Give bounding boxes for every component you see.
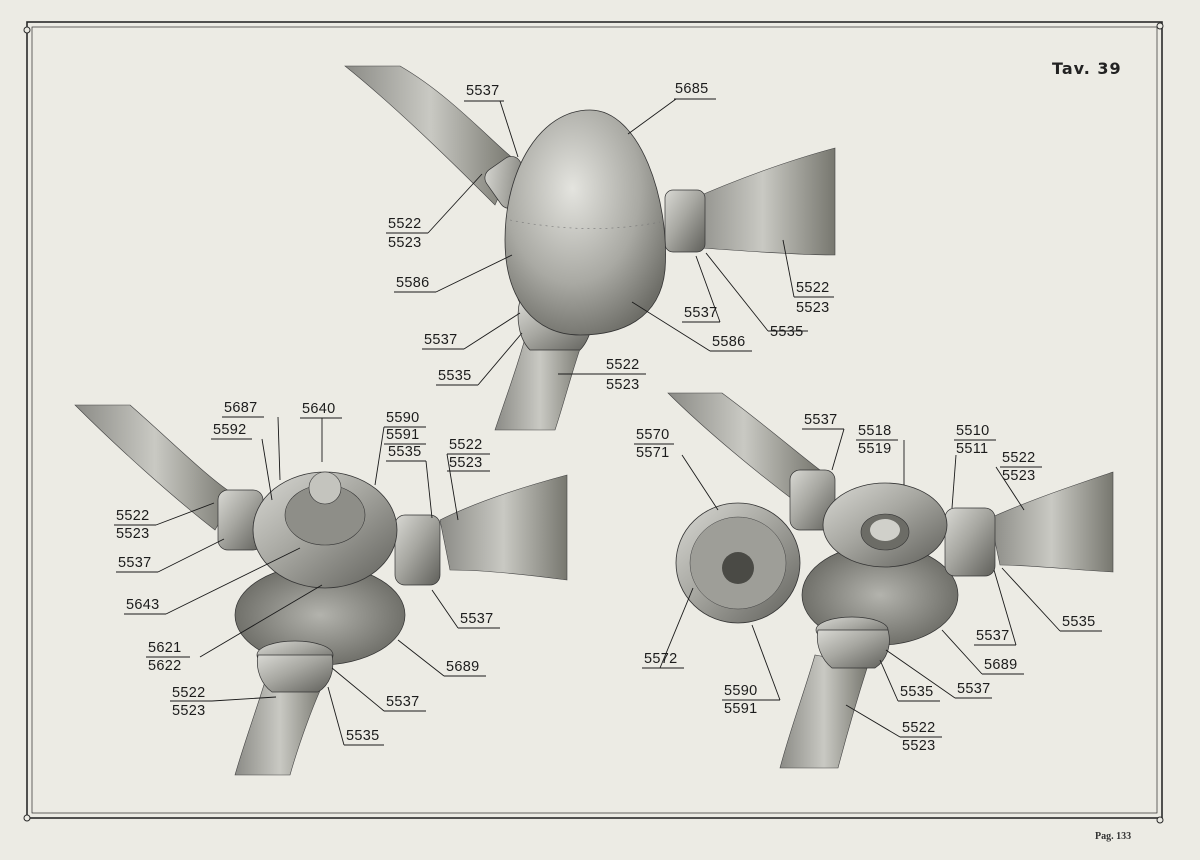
callout-label: 5518 [858, 423, 892, 439]
callout-label: 5535 [900, 684, 934, 700]
callout-label: 5537 [976, 628, 1010, 644]
callout-label: 5511 [956, 441, 989, 457]
page-border [23, 21, 1164, 824]
callout-label: 5535 [438, 368, 472, 384]
callout-label: 5591 [386, 427, 420, 443]
leader-lines [114, 98, 1102, 746]
callout-label: 5522 [1002, 450, 1036, 466]
callout-label: 5522 [606, 357, 640, 373]
callout-label: 5621 [148, 640, 182, 656]
callout-label: 5537 [957, 681, 991, 697]
callout-label: 5537 [118, 555, 152, 571]
callout-label: 5689 [446, 659, 480, 675]
callout-label: 5591 [724, 701, 758, 717]
callout-label: 5522 [902, 720, 936, 736]
callout-label: 5523 [449, 455, 483, 471]
callout-label: 5640 [302, 401, 336, 417]
callout-label: 5622 [148, 658, 182, 674]
callout-label: 5522 [449, 437, 483, 453]
callout-label: 5522 [796, 280, 830, 296]
callout-label: 5522 [388, 216, 422, 232]
callout-label: 5537 [386, 694, 420, 710]
callout-label: 5586 [712, 334, 746, 350]
callout-label: 5523 [388, 235, 422, 251]
hub-assembly-left [74, 404, 568, 776]
callout-label: 5586 [396, 275, 430, 291]
callout-label: 5537 [466, 83, 500, 99]
callout-label: 5537 [424, 332, 458, 348]
callout-label: 5523 [796, 300, 830, 316]
callout-label: 5523 [606, 377, 640, 393]
callout-label: 5522 [116, 508, 150, 524]
callout-label: 5592 [213, 422, 247, 438]
callout-label: 5570 [636, 427, 670, 443]
callout-label: 5537 [460, 611, 494, 627]
callout-label: 5643 [126, 597, 160, 613]
callout-label: 5535 [388, 444, 422, 460]
callout-label: 5689 [984, 657, 1018, 673]
callout-label: 5535 [1062, 614, 1096, 630]
spinner-assembly [344, 65, 836, 431]
callout-label: 5590 [386, 410, 420, 426]
callout-label: 5535 [770, 324, 804, 340]
plate-title: Tav. 39 [1052, 59, 1122, 78]
callout-label: 5571 [636, 445, 670, 461]
callout-label: 5572 [644, 651, 678, 667]
callout-label: 5535 [346, 728, 380, 744]
callout-label: 5537 [684, 305, 718, 321]
callout-label: 5523 [116, 526, 150, 542]
callout-label: 5519 [858, 441, 892, 457]
callout-label: 5522 [172, 685, 206, 701]
page-number: Pag. 133 [1095, 831, 1132, 842]
callout-label: 5537 [804, 412, 838, 428]
callout-label: 5523 [1002, 468, 1036, 484]
callout-label: 5510 [956, 423, 990, 439]
callout-label: 5687 [224, 400, 258, 416]
callout-label: 5523 [172, 703, 206, 719]
callout-label: 5685 [675, 81, 709, 97]
callout-label: 5523 [902, 738, 936, 754]
hub-assembly-right [667, 392, 1114, 769]
callout-label: 5590 [724, 683, 758, 699]
